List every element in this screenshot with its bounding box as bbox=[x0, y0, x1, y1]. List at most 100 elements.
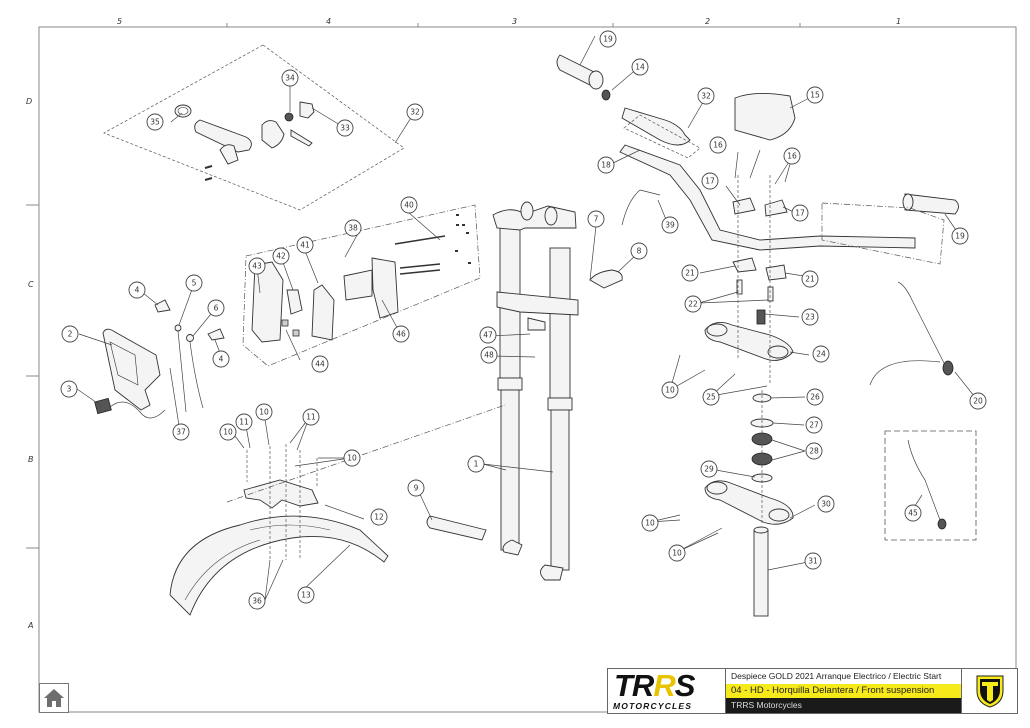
logo-wordmark: TRRS bbox=[614, 668, 695, 703]
svg-text:44: 44 bbox=[315, 360, 325, 369]
svg-text:18: 18 bbox=[601, 161, 611, 170]
callout-33: 33 bbox=[336, 119, 354, 137]
zone-row-C: C bbox=[28, 280, 34, 289]
callout-32: 32 bbox=[697, 87, 715, 105]
callout-23: 23 bbox=[801, 308, 819, 326]
fender-group bbox=[169, 444, 389, 616]
callout-30: 30 bbox=[817, 495, 835, 513]
callout-21: 21 bbox=[681, 264, 699, 282]
svg-text:32: 32 bbox=[701, 92, 711, 101]
svg-text:37: 37 bbox=[176, 428, 186, 437]
svg-text:41: 41 bbox=[300, 241, 310, 250]
callout-17: 17 bbox=[791, 204, 809, 222]
switch-group bbox=[621, 189, 977, 541]
svg-text:13: 13 bbox=[301, 591, 311, 600]
callout-26: 26 bbox=[806, 388, 824, 406]
callout-28: 28 bbox=[805, 442, 823, 460]
svg-text:26: 26 bbox=[810, 393, 820, 402]
svg-text:38: 38 bbox=[348, 224, 358, 233]
svg-text:46: 46 bbox=[396, 330, 406, 339]
callout-29: 29 bbox=[700, 460, 718, 478]
callout-46: 46 bbox=[392, 325, 410, 343]
svg-text:1: 1 bbox=[474, 460, 479, 469]
callout-24: 24 bbox=[812, 345, 830, 363]
callout-10: 10 bbox=[668, 544, 686, 562]
trrs-logo: TRRS MOTORCYCLES bbox=[608, 669, 726, 713]
drawing-frame bbox=[38, 26, 1017, 713]
callout-42: 42 bbox=[272, 247, 290, 265]
callout-16: 16 bbox=[783, 147, 801, 165]
svg-text:10: 10 bbox=[223, 428, 233, 437]
svg-text:10: 10 bbox=[259, 408, 269, 417]
svg-text:47: 47 bbox=[483, 331, 493, 340]
callout-4: 4 bbox=[212, 350, 230, 368]
callout-41: 41 bbox=[296, 236, 314, 254]
zone-col-5: 5 bbox=[117, 17, 122, 26]
callout-10: 10 bbox=[255, 403, 273, 421]
callout-10: 10 bbox=[343, 449, 361, 467]
svg-text:10: 10 bbox=[672, 549, 682, 558]
drawing-owner: TRRS Motorcycles bbox=[726, 698, 961, 713]
svg-text:3: 3 bbox=[67, 385, 72, 394]
callout-20: 20 bbox=[969, 392, 987, 410]
svg-text:25: 25 bbox=[706, 393, 716, 402]
callout-21: 21 bbox=[801, 270, 819, 288]
home-button[interactable] bbox=[39, 683, 69, 713]
steering-group bbox=[704, 175, 794, 617]
svg-text:34: 34 bbox=[285, 74, 295, 83]
callout-4: 4 bbox=[128, 281, 146, 299]
svg-text:30: 30 bbox=[821, 500, 831, 509]
callout-48: 48 bbox=[480, 346, 498, 364]
callout-10: 10 bbox=[219, 423, 237, 441]
svg-text:31: 31 bbox=[808, 557, 818, 566]
callout-7: 7 bbox=[587, 210, 605, 228]
drawing-title: 04 - HD - Horquilla Delantera / Front su… bbox=[726, 683, 961, 699]
callout-37: 37 bbox=[172, 423, 190, 441]
svg-text:11: 11 bbox=[239, 418, 249, 427]
zone-row-B: B bbox=[28, 455, 34, 464]
svg-text:24: 24 bbox=[816, 350, 826, 359]
callout-3: 3 bbox=[60, 380, 78, 398]
callout-34: 34 bbox=[281, 69, 299, 87]
callout-5: 5 bbox=[185, 274, 203, 292]
callout-22: 22 bbox=[684, 295, 702, 313]
svg-text:10: 10 bbox=[347, 454, 357, 463]
zone-col-1: 1 bbox=[896, 17, 901, 26]
svg-text:32: 32 bbox=[410, 108, 420, 117]
callout-19: 19 bbox=[599, 30, 617, 48]
svg-text:4: 4 bbox=[219, 355, 224, 364]
svg-text:27: 27 bbox=[809, 421, 819, 430]
drawing-series-title: Despiece GOLD 2021 Arranque Electrico / … bbox=[726, 669, 961, 684]
svg-text:6: 6 bbox=[214, 304, 219, 313]
svg-text:45: 45 bbox=[908, 509, 918, 518]
svg-text:23: 23 bbox=[805, 313, 815, 322]
callout-44: 44 bbox=[311, 355, 329, 373]
callout-13: 13 bbox=[297, 586, 315, 604]
callout-39: 39 bbox=[661, 216, 679, 234]
svg-text:21: 21 bbox=[805, 275, 815, 284]
callout-6: 6 bbox=[207, 299, 225, 317]
svg-text:11: 11 bbox=[306, 413, 316, 422]
callout-layer: 1 2 3 4 4 5 6 7 8 9 10 10 10 10 10 10 11… bbox=[60, 30, 987, 610]
callout-14: 14 bbox=[631, 58, 649, 76]
callout-15: 15 bbox=[806, 86, 824, 104]
callout-32: 32 bbox=[406, 103, 424, 121]
throttle-assembly-group bbox=[103, 44, 405, 211]
callout-17: 17 bbox=[701, 172, 719, 190]
svg-text:16: 16 bbox=[787, 152, 797, 161]
callout-9: 9 bbox=[407, 479, 425, 497]
svg-text:17: 17 bbox=[705, 177, 715, 186]
front-mask-group bbox=[94, 299, 225, 419]
callout-12: 12 bbox=[370, 508, 388, 526]
svg-text:17: 17 bbox=[795, 209, 805, 218]
home-icon bbox=[44, 689, 64, 707]
callout-11: 11 bbox=[302, 408, 320, 426]
callout-16: 16 bbox=[709, 136, 727, 154]
callout-47: 47 bbox=[479, 326, 497, 344]
svg-text:19: 19 bbox=[955, 232, 965, 241]
title-text-block: Despiece GOLD 2021 Arranque Electrico / … bbox=[726, 669, 961, 713]
svg-text:29: 29 bbox=[704, 465, 714, 474]
zone-col-4: 4 bbox=[326, 17, 331, 26]
svg-text:10: 10 bbox=[645, 519, 655, 528]
